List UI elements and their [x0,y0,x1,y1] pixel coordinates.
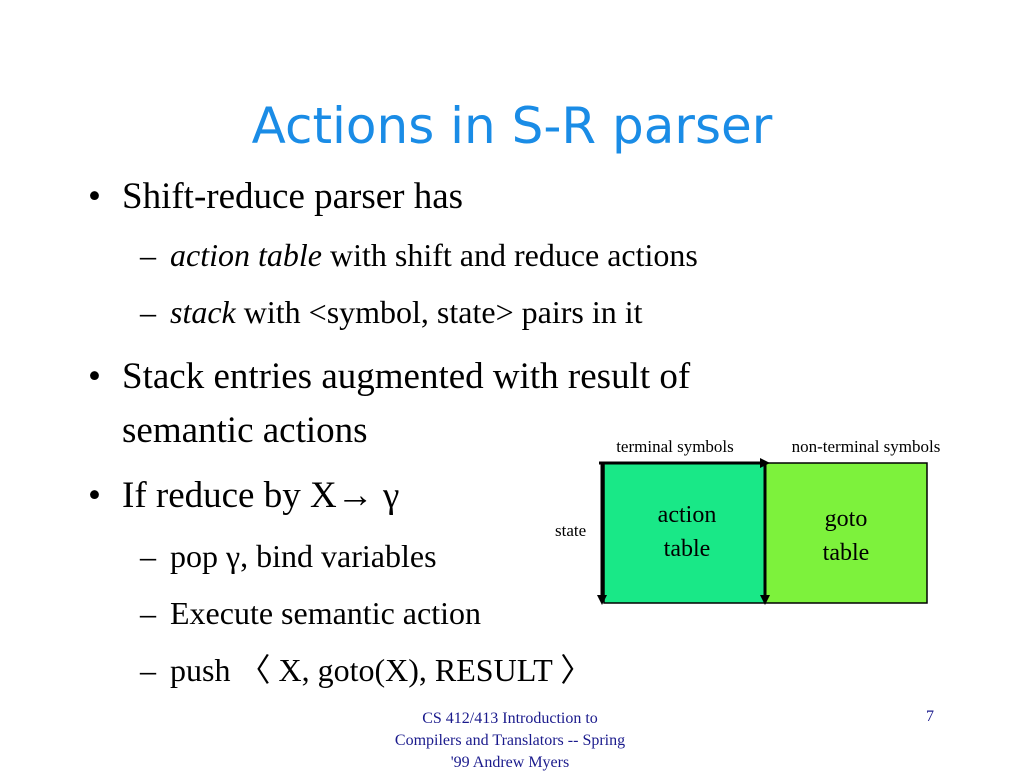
gamma-symbol: γ [382,475,400,516]
footer-line: Compilers and Translators -- Spring [394,732,626,749]
open-angle: 〈 [238,652,271,688]
sub-text: pop [170,538,226,574]
emphasis-action-table: action table [170,237,322,273]
sub-text: , bind variables [240,538,437,574]
goto-table-label-1: goto [825,506,868,532]
dash-glyph: – [140,538,156,574]
dash-glyph: – [140,595,156,631]
sub-text: X, goto(X), RESULT [270,652,561,688]
state-label: state [555,521,586,540]
sub-text: Execute semantic action [170,595,481,631]
non-terminal-symbols-label: non-terminal symbols [792,437,941,456]
goto-table-label-2: table [823,540,870,566]
sub-stack: –stack with <symbol, state> pairs in it [140,293,642,331]
action-table-box [603,462,766,604]
bullet-glyph: • [88,475,101,516]
sub-text: push [170,652,239,688]
footer: CS 412/413 Introduction to Compilers and… [360,708,660,774]
arrow-symbol: → [336,475,374,516]
dash-glyph: – [140,652,156,688]
sub-push: –push 〈 X, goto(X), RESULT 〉 [140,651,592,689]
gamma-symbol: γ [226,538,241,574]
sub-pop: –pop γ, bind variables [140,537,437,575]
sub-text: with shift and reduce actions [321,237,698,273]
bullet-glyph: • [88,356,101,397]
bullet-if-reduce: • If reduce by X→ γ [88,474,399,518]
dash-glyph: – [140,237,156,273]
sub-execute: –Execute semantic action [140,594,481,632]
emphasis-stack: stack [170,294,236,330]
bullet-text: Stack entries augmented with result of [122,356,691,397]
footer-line: CS 412/413 Introduction to [422,710,598,727]
sub-text: with <symbol, state> pairs in it [235,294,643,330]
footer-line: '99 Andrew Myers [450,754,570,771]
bullet-glyph: • [88,176,101,217]
dash-glyph: – [140,294,156,330]
bullet-stack-entries-cont: semantic actions [122,409,368,453]
bullet-text: If reduce by X [122,475,337,516]
terminal-symbols-label: terminal symbols [616,437,734,456]
action-table-label-1: action [658,502,717,528]
bullet-text: Shift-reduce parser has [122,176,464,217]
page-number: 7 [926,708,934,725]
slide-title: Actions in S-R parser [251,97,773,155]
bullet-text: semantic actions [122,410,368,451]
bullet-stack-entries: • Stack entries augmented with result of [88,355,690,399]
bullet-shift-reduce: • Shift-reduce parser has [88,175,463,219]
action-table-label-2: table [664,536,711,562]
goto-table-box [764,462,928,604]
sub-action-table: –action table with shift and reduce acti… [140,236,698,274]
close-angle: 〉 [560,652,593,688]
